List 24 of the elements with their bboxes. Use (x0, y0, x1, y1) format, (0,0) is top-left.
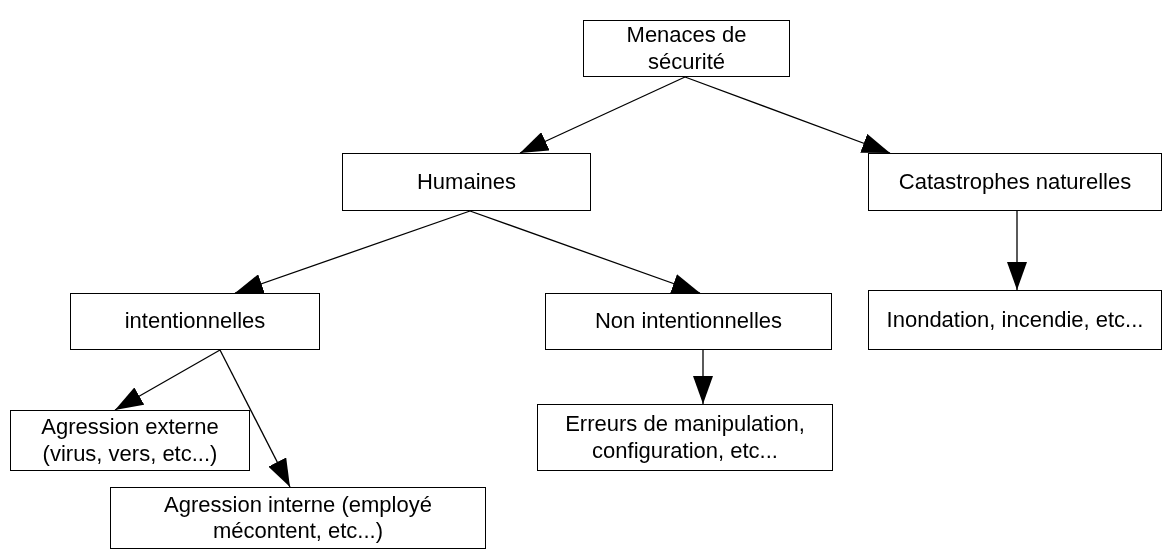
category-box (70, 293, 320, 350)
box-label: Agression interne (employé mécontent, etc...) (163, 491, 433, 545)
category-box (583, 20, 790, 77)
box-label: Agression externe (virus, vers, etc...) (40, 414, 220, 467)
box-label: Humaines (416, 168, 516, 196)
box-label: Erreurs de manipulation, configuration, etc... (564, 411, 806, 464)
box-label: Non intentionnelles (594, 308, 783, 335)
box-label: intentionnelles (124, 308, 266, 335)
category-box (545, 293, 832, 350)
category-box (10, 410, 250, 471)
arrow (114, 349, 221, 411)
arrow (693, 349, 713, 405)
arrow (1007, 210, 1027, 291)
category-box (868, 290, 1162, 350)
box-label: Catastrophes naturelles (898, 168, 1132, 196)
category-box (110, 487, 486, 549)
category-box (342, 153, 591, 211)
arrow (684, 76, 891, 156)
box-label: Menaces de sécurité (625, 22, 748, 75)
arrow (219, 349, 291, 488)
category-box (868, 153, 1162, 211)
category-box (537, 404, 833, 471)
arrow (519, 76, 686, 154)
box-label: Inondation, incendie, etc... (886, 306, 1144, 334)
